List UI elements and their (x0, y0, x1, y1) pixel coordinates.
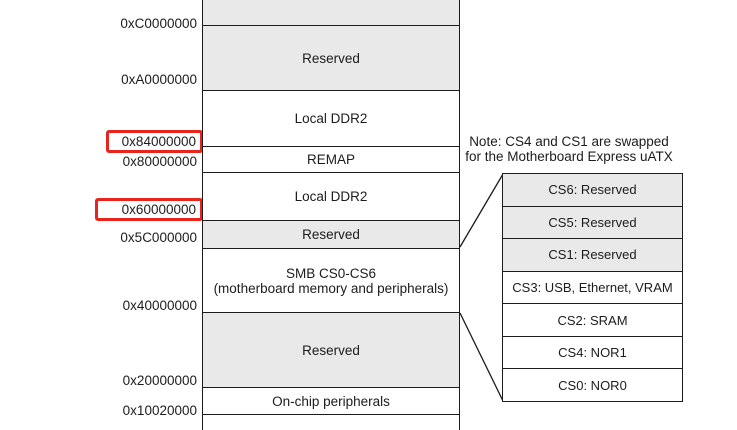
address-text: 0x20000000 (122, 373, 197, 388)
region-remap: REMAP (203, 146, 459, 172)
region-on-chip-peripherals: On-chip peripherals (203, 387, 459, 414)
note-line-2: for the Motherboard Express uATX (465, 149, 673, 164)
region-reserved-lower: Reserved (203, 312, 459, 387)
address-label-0x80000000: 0x80000000 (123, 154, 197, 169)
region-label: SMB CS0-CS6 (285, 265, 377, 281)
address-label-0x84000000: 0x84000000 (105, 130, 203, 153)
cs-row-cs1: CS1: Reserved (503, 238, 682, 271)
memory-column: Reserved Local DDR2 REMAP Local DDR2 Res… (202, 0, 460, 430)
cs-row-cs4: CS4: NOR1 (503, 335, 682, 369)
region-reserved-upper: Reserved (203, 25, 459, 90)
address-text: 0x5C000000 (120, 230, 197, 245)
address-label-0x5c000000: 0x5C000000 (120, 230, 197, 245)
region-partial-bottom (203, 414, 459, 430)
address-text: 0x10020000 (122, 403, 197, 418)
address-label-0xc0000000: 0xC0000000 (120, 16, 197, 31)
address-text: 0x80000000 (122, 154, 197, 169)
region-reserved-mid: Reserved (203, 220, 459, 248)
region-local-ddr2-upper: Local DDR2 (203, 90, 459, 146)
address-text: 0xA0000000 (121, 72, 197, 87)
cs-row-cs5: CS5: Reserved (503, 205, 682, 239)
region-label: Local DDR2 (294, 111, 368, 126)
cs-row-cs2: CS2: SRAM (503, 303, 682, 336)
red-highlight-box: 0x84000000 (105, 130, 203, 153)
address-label-0x40000000: 0x40000000 (123, 298, 197, 313)
region-local-ddr2-lower: Local DDR2 (203, 172, 459, 220)
region-label: REMAP (306, 152, 355, 167)
cs-row-cs6: CS6: Reserved (503, 174, 682, 206)
funnel-line-bottom (459, 312, 504, 402)
region-smb-cs0-cs6: SMB CS0-CS6 (motherboard memory and peri… (203, 248, 459, 312)
funnel-line-top (459, 173, 504, 248)
red-highlight-box: 0x60000000 (94, 198, 203, 221)
address-label-0xa0000000: 0xA0000000 (121, 72, 197, 87)
address-label-0x10020000: 0x10020000 (123, 403, 197, 418)
region-label: Reserved (302, 342, 360, 358)
note-line-1: Note: CS4 and CS1 are swapped (469, 134, 669, 149)
region-label: Local DDR2 (294, 189, 368, 204)
region-label: On-chip peripherals (272, 393, 390, 409)
address-label-0x60000000: 0x60000000 (94, 198, 203, 221)
region-label: Reserved (302, 50, 360, 66)
address-text: 0xC0000000 (120, 16, 197, 31)
region-label: Reserved (302, 227, 360, 242)
region-sublabel: (motherboard memory and peripherals) (213, 280, 449, 296)
cs-row-cs3: CS3: USB, Ethernet, VRAM (503, 270, 682, 304)
address-label-0x20000000: 0x20000000 (123, 373, 197, 388)
region-partial-top (203, 0, 459, 25)
address-text: 0x40000000 (122, 298, 197, 313)
chip-select-detail-box: CS6: Reserved CS5: Reserved CS1: Reserve… (502, 173, 683, 402)
cs-row-cs0: CS0: NOR0 (503, 368, 682, 401)
note-text: Note: CS4 and CS1 are swapped for the Mo… (452, 134, 686, 164)
